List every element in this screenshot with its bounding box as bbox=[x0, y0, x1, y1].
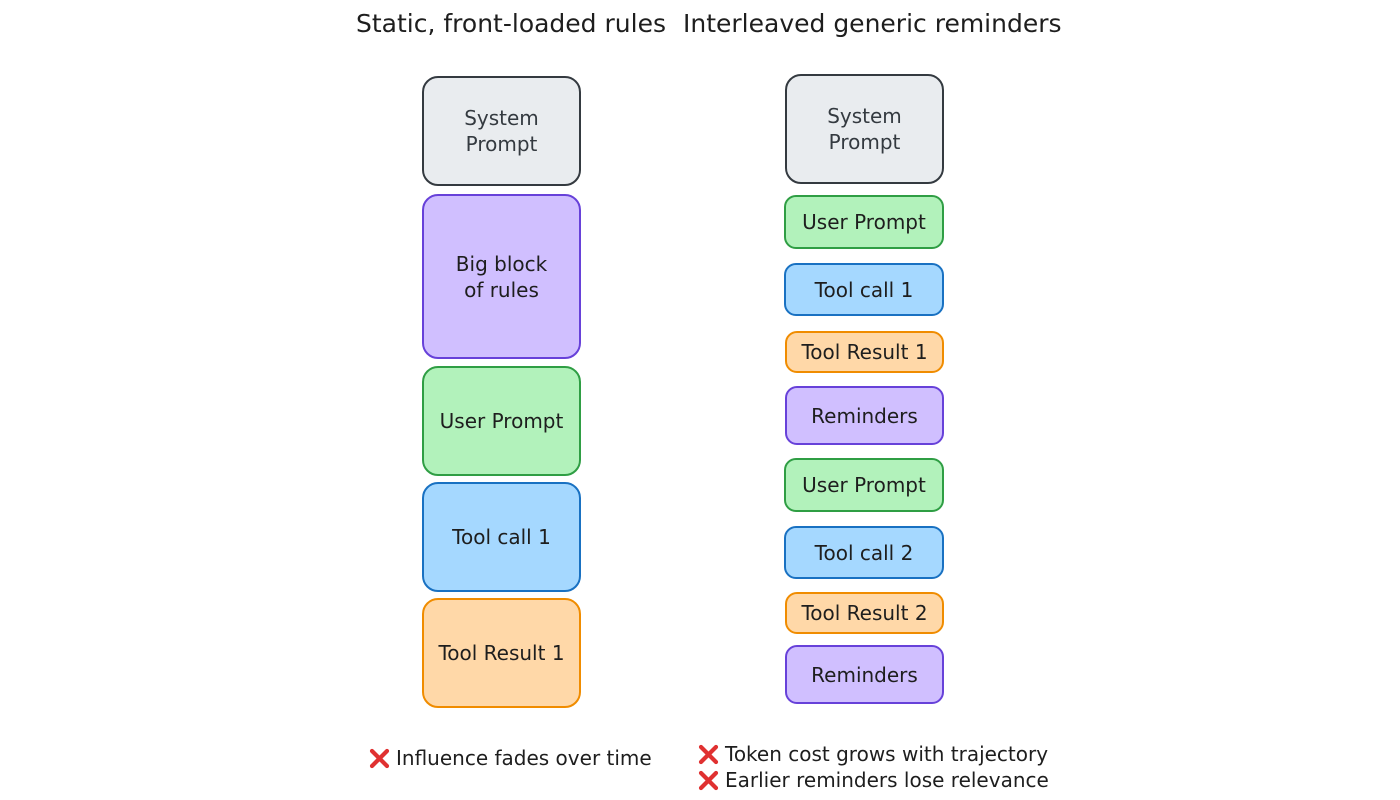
block-label: Reminders bbox=[811, 662, 918, 687]
block-label: System Prompt bbox=[827, 104, 902, 154]
left-drawback-note: Influence fades over time bbox=[369, 745, 652, 771]
note-text: Influence fades over time bbox=[396, 746, 652, 770]
block-label: System Prompt bbox=[464, 106, 539, 156]
block-label: Reminders bbox=[811, 403, 918, 428]
block-label: Tool Result 1 bbox=[438, 641, 565, 665]
left-tool-call-block: Tool call 1 bbox=[422, 482, 581, 592]
block-label: User Prompt bbox=[439, 409, 564, 433]
block-label: Big block of rules bbox=[455, 251, 548, 302]
right-tool-result-block-2: Tool Result 2 bbox=[785, 592, 944, 634]
left-rules-block: Big block of rules bbox=[422, 194, 581, 359]
left-system-prompt-block: System Prompt bbox=[422, 76, 581, 186]
block-label: Tool call 1 bbox=[452, 525, 551, 549]
block-label: Tool Result 2 bbox=[801, 601, 928, 625]
left-user-prompt-block: User Prompt bbox=[422, 366, 581, 476]
right-tool-call-block-1: Tool call 1 bbox=[784, 263, 944, 316]
block-label: Tool call 1 bbox=[814, 277, 914, 302]
right-system-prompt-block: System Prompt bbox=[785, 74, 944, 184]
right-user-prompt-block-2: User Prompt bbox=[784, 458, 944, 512]
block-label: User Prompt bbox=[802, 210, 926, 234]
right-column-title: Interleaved generic reminders bbox=[683, 9, 1062, 38]
right-reminders-block-1: Reminders bbox=[785, 386, 944, 445]
right-drawback-note-2: Earlier reminders lose relevance bbox=[698, 767, 1049, 793]
left-column-title: Static, front-loaded rules bbox=[356, 9, 666, 38]
right-reminders-block-2: Reminders bbox=[785, 645, 944, 704]
right-user-prompt-block-1: User Prompt bbox=[784, 195, 944, 249]
right-tool-result-block-1: Tool Result 1 bbox=[785, 331, 944, 373]
block-label: Tool call 2 bbox=[814, 540, 914, 565]
cross-icon bbox=[369, 748, 390, 769]
left-tool-result-block: Tool Result 1 bbox=[422, 598, 581, 708]
block-label: User Prompt bbox=[802, 473, 926, 497]
right-tool-call-block-2: Tool call 2 bbox=[784, 526, 944, 579]
cross-icon bbox=[698, 744, 719, 765]
note-text: Token cost grows with trajectory bbox=[725, 742, 1049, 766]
block-label: Tool Result 1 bbox=[801, 340, 928, 364]
right-drawback-note-1: Token cost grows with trajectory bbox=[698, 741, 1048, 767]
cross-icon bbox=[698, 770, 719, 791]
note-text: Earlier reminders lose relevance bbox=[725, 768, 1049, 792]
